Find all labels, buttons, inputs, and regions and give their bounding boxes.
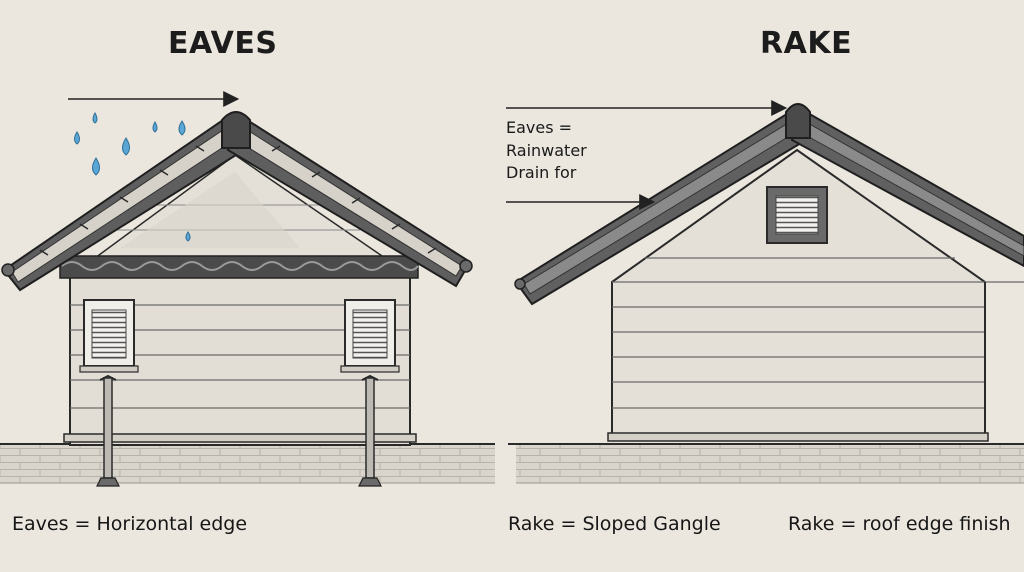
eaves-foundation (0, 445, 495, 483)
eaves-vent-left (79, 299, 139, 373)
rake-caption-left: Rake = Sloped Gangle (508, 513, 721, 535)
eaves-title: EAVES (168, 26, 278, 61)
rake-caption-right: Rake = roof edge finish (788, 513, 1011, 535)
rake-gable-vent (766, 186, 828, 244)
rake-ridge-cap (785, 103, 811, 139)
rake-annotation-line-2: Rainwater (506, 141, 587, 160)
eaves-downspout-left (96, 374, 120, 487)
rake-annotation-line-3: Drain for (506, 163, 577, 182)
eaves-downspout-right (358, 374, 382, 487)
rake-house (506, 100, 1024, 484)
rake-annotation-line-1: Eaves = (506, 118, 573, 137)
rake-title: RAKE (760, 26, 853, 61)
eaves-ridge-cap (221, 111, 251, 149)
eaves-house (0, 91, 495, 487)
raindrops (74, 111, 191, 242)
rake-foundation (516, 445, 1024, 483)
eaves-caption: Eaves = Horizontal edge (12, 513, 248, 535)
eaves-vent-right (340, 299, 400, 373)
